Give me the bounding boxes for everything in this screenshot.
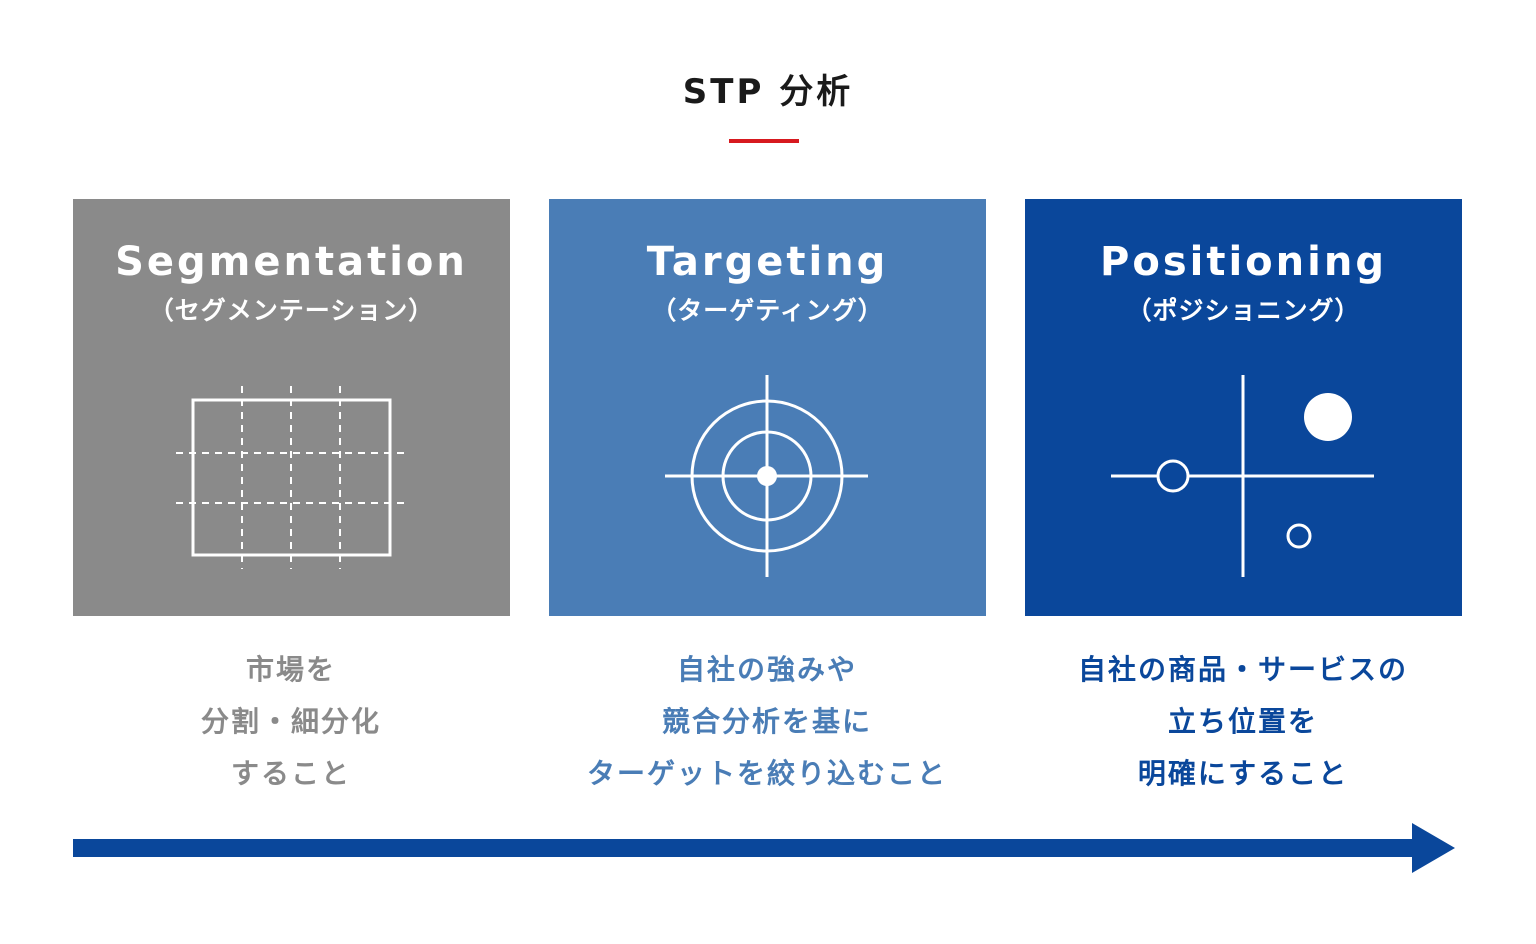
description-line: 分割・細分化 [200, 705, 381, 738]
targeting-description: 自社の強みや 競合分析を基に ターゲットを絞り込むこと [527, 644, 1007, 800]
description-line: 自社の強みや [676, 653, 857, 686]
card-heading: Targeting [646, 239, 889, 285]
description-line: 競合分析を基に [661, 705, 872, 738]
description-line: ターゲットを絞り込むこと [586, 757, 947, 790]
description-line: すること [230, 757, 351, 790]
description-line: 明確にすること [1137, 757, 1349, 790]
card-heading: Segmentation [115, 239, 468, 285]
positioning-description: 自社の商品・サービスの 立ち位置を 明確にすること [1003, 644, 1483, 800]
card-subheading: （セグメンテーション） [148, 296, 435, 325]
card-heading: Positioning [1100, 239, 1387, 285]
description-line: 自社の商品・サービスの [1077, 653, 1408, 686]
segmentation-description: 市場を 分割・細分化 すること [51, 644, 531, 800]
page-title: STP 分析 [682, 72, 854, 112]
description-line: 市場を [245, 653, 336, 686]
card-targeting: Targeting （ターゲティング） [549, 199, 986, 616]
card-subheading: （ポジショニング） [1126, 296, 1361, 325]
grid-icon [176, 386, 406, 569]
card-subheading: （ターゲティング） [651, 296, 884, 325]
target-icon [665, 375, 868, 577]
card-segmentation: Segmentation （セグメンテーション） [73, 199, 510, 616]
card-positioning: Positioning （ポジショニング） [1025, 199, 1462, 616]
description-line: 立ち位置を [1167, 705, 1318, 738]
positioning-map-icon [1111, 375, 1374, 577]
title-underline [729, 139, 799, 143]
